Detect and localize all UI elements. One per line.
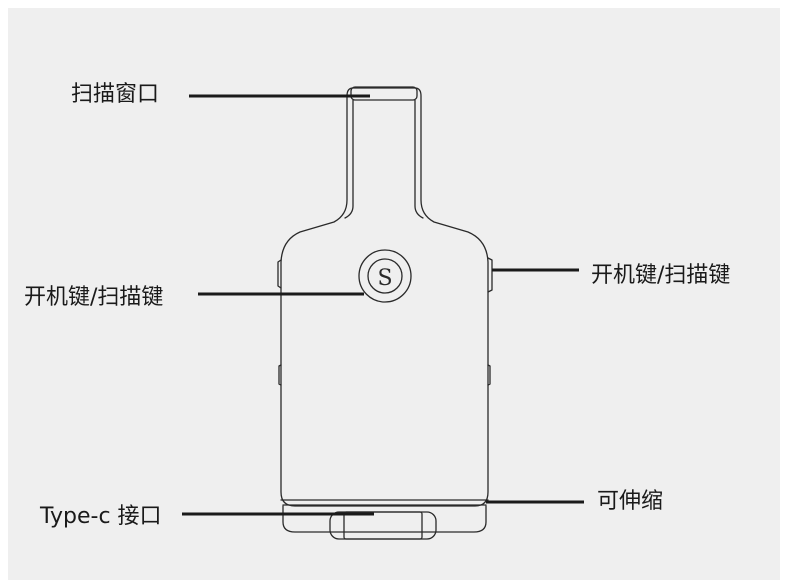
scan-window — [350, 86, 418, 101]
label-power-scan-key-side: 开机键/扫描键 — [591, 263, 731, 288]
label-retractable: 可伸缩 — [597, 489, 664, 514]
side-notch-right — [487, 364, 491, 386]
label-typec-port: Type-c 接口 — [40, 504, 162, 529]
front-scan-button — [358, 249, 412, 303]
typec-port-inner — [343, 511, 423, 540]
side-button-left — [277, 259, 282, 289]
side-button-right — [487, 257, 493, 293]
label-power-scan-key-front: 开机键/扫描键 — [24, 285, 164, 310]
retractable-base — [282, 505, 487, 533]
diagram-canvas — [8, 8, 780, 580]
neck-inner-right — [414, 99, 424, 219]
device-body-outline — [280, 87, 489, 507]
label-scan-window: 扫描窗口 — [71, 82, 160, 107]
typec-port-outline — [329, 511, 437, 540]
side-notch-left — [278, 364, 282, 386]
front-scan-button-ring — [367, 258, 403, 294]
neck-inner-left — [344, 99, 354, 219]
logo-s-glyph: S — [377, 266, 392, 291]
